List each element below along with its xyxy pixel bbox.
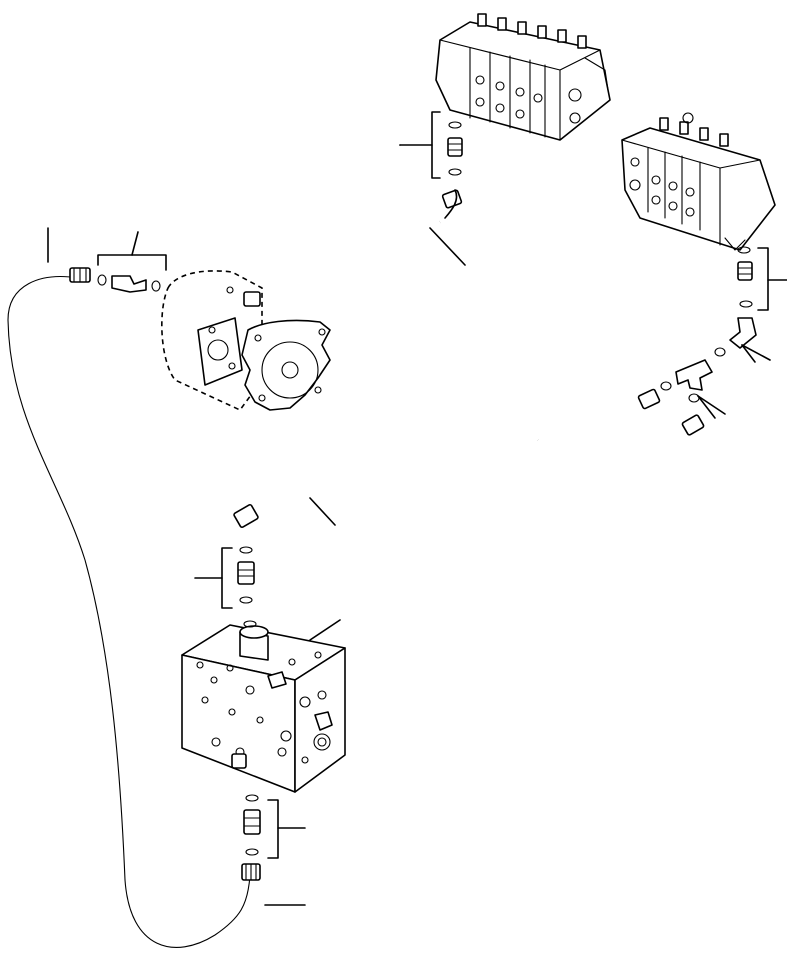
hose-upper [379,219,652,441]
lower-fitting-stack [241,794,306,906]
tee-fitting [660,347,726,419]
hose-right-return [535,425,692,464]
hose-ends-right [637,388,705,436]
right-fitting-stack [737,246,787,311]
upper-fitting-stack [399,111,466,266]
hose-middle [247,395,650,522]
pump [161,270,331,411]
pump-fitting-stack [47,227,167,293]
elbow-fitting [729,317,771,363]
control-valve-right [621,112,776,251]
control-valve-upper [435,13,611,141]
valve-block [181,619,346,793]
hose-left-long [5,274,253,950]
middle-fitting-stack [194,497,336,609]
